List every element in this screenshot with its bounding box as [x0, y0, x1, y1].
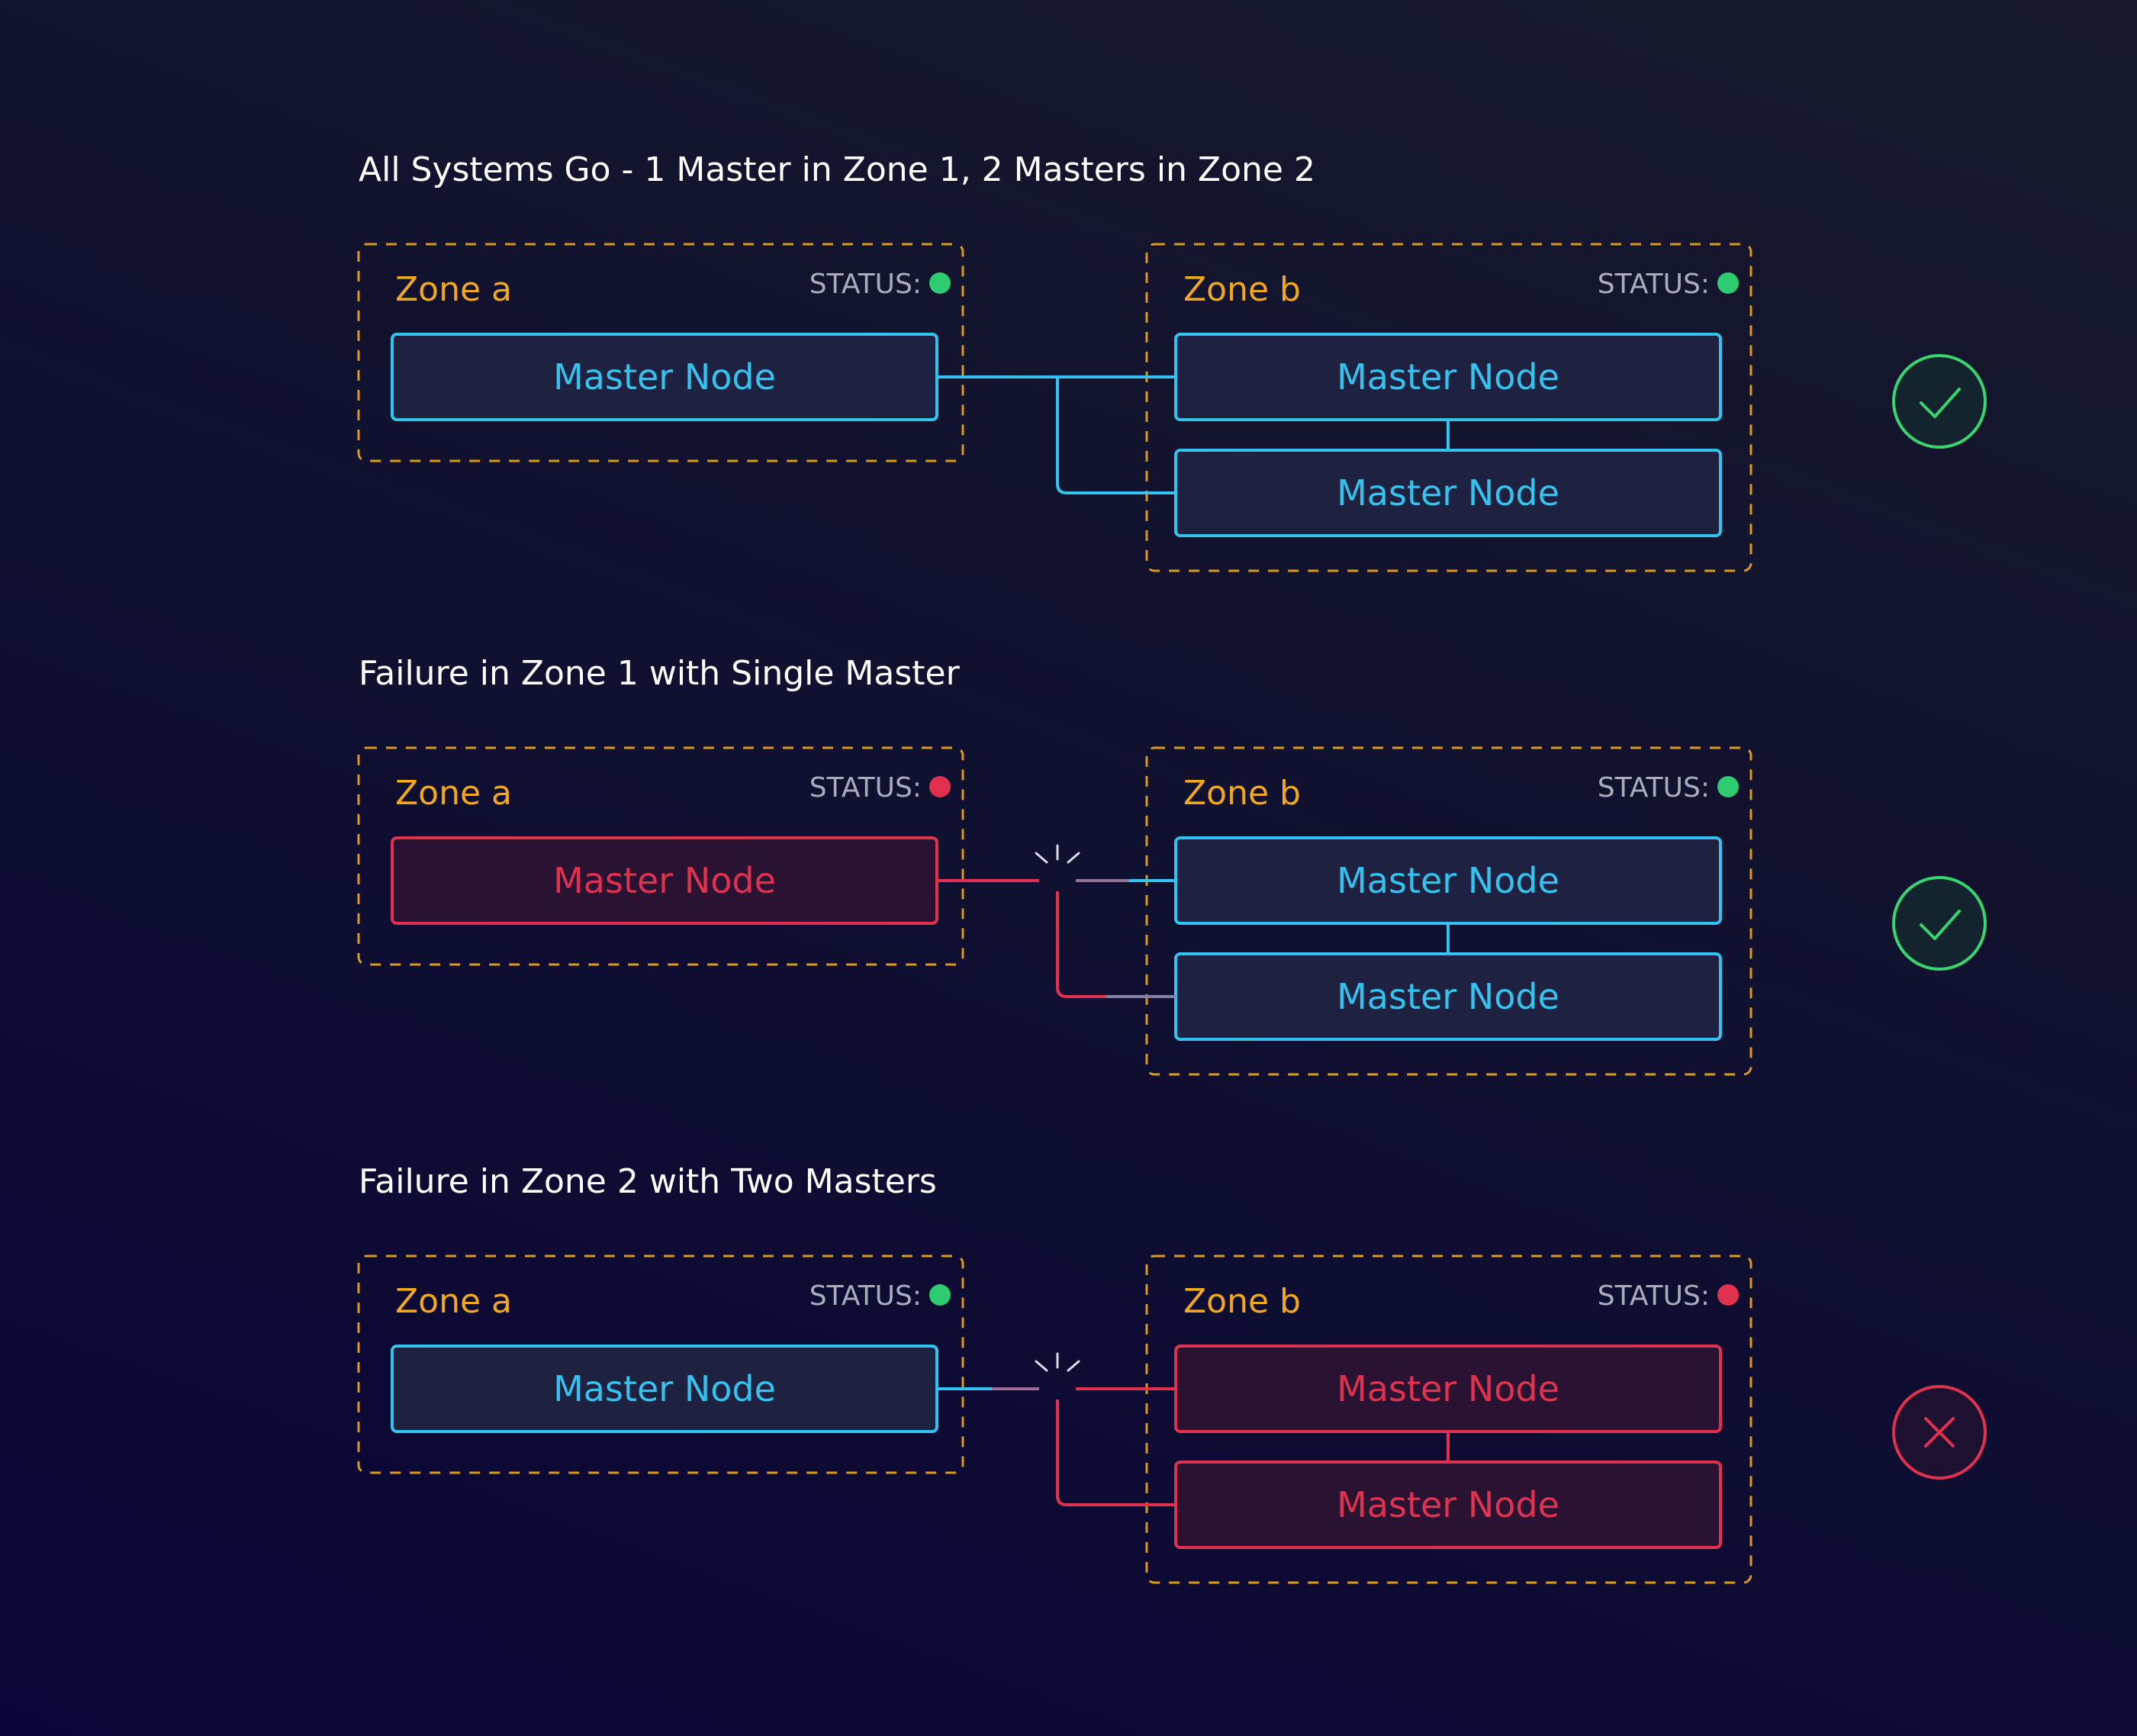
zone-border [1145, 746, 1752, 1076]
scenario-2: Failure in Zone 1 with Single MasterZone… [357, 654, 1987, 1076]
status-label: STATUS: [809, 269, 922, 300]
status-label: STATUS: [1598, 1280, 1710, 1312]
master-node: Master Node [1174, 836, 1722, 925]
link-branch [1056, 891, 1176, 998]
link-branch [1056, 1399, 1176, 1506]
zone-border [357, 243, 964, 462]
scenario-1: All Systems Go - 1 Master in Zone 1, 2 M… [357, 150, 1987, 572]
master-node-label: Master Node [1337, 976, 1559, 1017]
zone-label: Zone a [395, 1282, 512, 1321]
zone-border [357, 1254, 964, 1474]
scenario-title: Failure in Zone 1 with Single Master [359, 654, 961, 693]
master-node: Master Node [1174, 333, 1722, 421]
connector [937, 1352, 1450, 1506]
status-label: STATUS: [1598, 772, 1710, 804]
master-node-label: Master Node [1337, 472, 1559, 514]
result-check-icon [1892, 876, 1987, 971]
master-node: Master Node [391, 1345, 938, 1433]
master-node: Master Node [1174, 1461, 1722, 1549]
zone-zone_a: Zone a STATUS: Master Node [357, 1254, 964, 1474]
status-ok-dot-icon [1717, 272, 1739, 294]
master-node-label: Master Node [1337, 1368, 1559, 1409]
zone-label: Zone b [1183, 270, 1301, 309]
zone-label: Zone b [1183, 1282, 1301, 1321]
master-node-label: Master Node [553, 860, 776, 901]
zone-label: Zone a [395, 774, 512, 813]
zone-label: Zone a [395, 270, 512, 309]
status-label: STATUS: [809, 772, 922, 804]
status-label: STATUS: [1598, 269, 1710, 300]
status-fail-dot-icon [1717, 1284, 1739, 1306]
master-node: Master Node [1174, 952, 1722, 1041]
master-node-label: Master Node [1337, 1484, 1559, 1525]
link-break-icon [1035, 844, 1080, 864]
link-break-icon [1035, 1352, 1080, 1372]
zone-border [1145, 1254, 1752, 1584]
zone-border [1145, 243, 1752, 572]
connector [937, 844, 1450, 998]
status-ok-dot-icon [929, 1284, 951, 1306]
master-node: Master Node [1174, 1345, 1722, 1433]
status-ok-dot-icon [929, 272, 951, 294]
status-label: STATUS: [809, 1280, 922, 1312]
master-node-label: Master Node [1337, 860, 1559, 901]
scenario-title: All Systems Go - 1 Master in Zone 1, 2 M… [359, 150, 1315, 189]
zone-label: Zone b [1183, 774, 1301, 813]
master-node: Master Node [391, 836, 938, 925]
master-node: Master Node [391, 333, 938, 421]
result-x-icon [1892, 1385, 1987, 1480]
master-node: Master Node [1174, 449, 1722, 537]
scenario-title: Failure in Zone 2 with Two Masters [359, 1162, 937, 1201]
link-line [1056, 377, 1176, 494]
zone-border [357, 746, 964, 966]
zone-zone_a: Zone a STATUS: Master Node [357, 746, 964, 966]
master-node-label: Master Node [1337, 356, 1559, 398]
status-fail-dot-icon [929, 776, 951, 797]
status-ok-dot-icon [1717, 776, 1739, 797]
master-node-label: Master Node [553, 356, 776, 398]
connector [937, 375, 1450, 494]
master-node-label: Master Node [553, 1368, 776, 1409]
result-check-icon [1892, 354, 1987, 449]
zone-zone_a: Zone a STATUS: Master Node [357, 243, 964, 462]
